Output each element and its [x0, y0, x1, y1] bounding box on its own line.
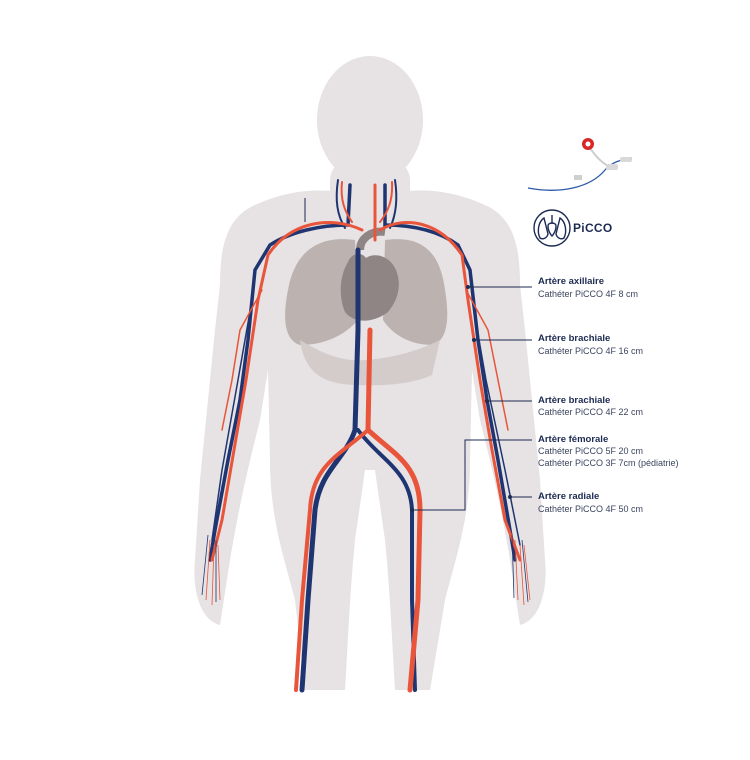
label-brachial-1-title: Artère brachiale: [538, 333, 611, 344]
heart: [340, 253, 399, 321]
label-brachial-2-line: Cathéter PiCCO 4F 22 cm: [538, 407, 644, 417]
catheter-device: [527, 138, 633, 191]
label-femoral-line-2: Cathéter PiCCO 3F 7cm (pédiatrie): [538, 458, 679, 468]
lungs: [285, 239, 448, 345]
label-radial-line: Cathéter PiCCO 4F 50 cm: [538, 504, 644, 514]
brand-name: PiCCO: [573, 221, 613, 235]
label-femoral-title: Artère fémorale: [538, 434, 609, 445]
label-radial-title: Artère radiale: [538, 491, 600, 502]
label-brachial-2-title: Artère brachiale: [538, 395, 611, 406]
hand-vessels: [205, 539, 531, 606]
arteries: [210, 181, 522, 693]
label-brachial-1-line: Cathéter PiCCO 4F 16 cm: [538, 346, 644, 356]
leader-lines: [412, 286, 532, 511]
label-axillary-title: Artère axillaire: [538, 276, 605, 287]
label-axillary-line: Cathéter PiCCO 4F 8 cm: [538, 289, 639, 299]
lungs-heart-icon: [533, 209, 571, 247]
label-femoral-line-1: Cathéter PiCCO 5F 20 cm: [538, 446, 644, 456]
